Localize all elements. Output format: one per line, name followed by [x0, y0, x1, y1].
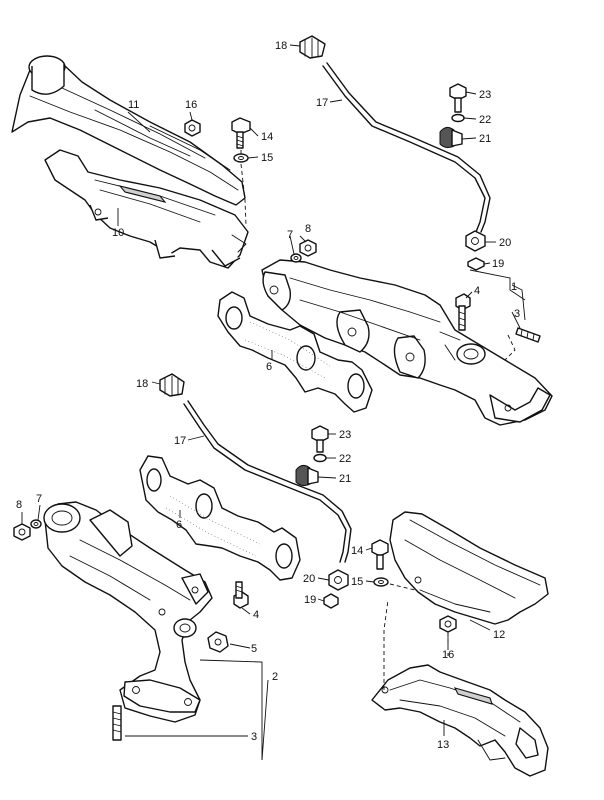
- callout-4-lower: 4: [253, 609, 259, 621]
- clamp-21-lower: [295, 464, 319, 487]
- callout-13: 13: [437, 739, 449, 751]
- callout-20-lower: 20: [303, 573, 315, 585]
- callout-21-upper: 21: [479, 133, 491, 145]
- callout-15-lower: 15: [351, 576, 363, 588]
- pipe-upper: [322, 62, 491, 233]
- callout-12: 12: [493, 629, 505, 641]
- callout-8-upper: 8: [305, 223, 311, 235]
- washer-7-upper: [290, 253, 302, 263]
- heat-shield-upper: [11, 55, 246, 206]
- callout-19-upper: 19: [492, 258, 504, 270]
- stud-4-lower: [233, 581, 249, 609]
- stud-3-upper: [515, 327, 541, 343]
- callout-labels: 11 16 14 15 10 18 17 23 22 21 20 19 8 7 …: [16, 40, 520, 751]
- callout-22-upper: 22: [479, 114, 491, 126]
- callout-4-upper: 4: [474, 285, 480, 297]
- bolt-5: [207, 631, 229, 653]
- callout-15-upper: 15: [261, 152, 273, 164]
- nut-16-lower: [439, 615, 457, 633]
- nut-20-lower: [328, 569, 349, 591]
- exhaust-manifold-upper: [261, 259, 553, 426]
- callout-17-upper: 17: [316, 97, 328, 109]
- callout-20-upper: 20: [499, 237, 511, 249]
- stud-3-lower: [112, 705, 122, 741]
- callout-22-lower: 22: [339, 453, 351, 465]
- callout-18-upper: 18: [275, 40, 287, 52]
- callout-6-upper: 6: [266, 361, 272, 373]
- callout-3-lower: 3: [251, 731, 257, 743]
- callout-23-upper: 23: [479, 89, 491, 101]
- leader-lines: [21, 44, 526, 761]
- callout-1: 1: [511, 281, 517, 293]
- bolt-23-lower: [311, 425, 329, 453]
- callout-2: 2: [272, 671, 278, 683]
- nut-20-upper: [465, 230, 486, 252]
- washer-15-upper: [233, 153, 249, 163]
- washer-22-lower: [313, 453, 327, 463]
- heat-shield-lower: [44, 149, 249, 269]
- callout-14-upper: 14: [261, 131, 273, 143]
- washer-15-lower: [373, 577, 389, 587]
- callout-5: 5: [251, 643, 257, 655]
- cap-19-lower: [323, 593, 339, 609]
- nut-8-lower: [13, 523, 31, 541]
- clamp-21-upper: [439, 126, 463, 149]
- callout-3-upper: 3: [514, 308, 520, 320]
- washer-22-upper: [451, 113, 465, 123]
- bolt-23-upper: [449, 83, 467, 113]
- callout-11: 11: [128, 99, 139, 111]
- heat-shield-bottom: [371, 664, 549, 777]
- callout-6-lower: 6: [176, 519, 182, 531]
- nut-8-upper: [299, 239, 317, 257]
- gasket-upper: [217, 291, 373, 413]
- callout-21-lower: 21: [339, 473, 351, 485]
- callout-7-lower: 7: [36, 493, 42, 505]
- fitting-18-lower: [159, 373, 185, 397]
- nut-16-upper: [184, 119, 201, 137]
- stud-4-upper: [455, 293, 471, 331]
- callout-8-lower: 8: [16, 499, 22, 511]
- heat-shield-right: [389, 511, 549, 625]
- gasket-lower: [139, 455, 301, 581]
- callout-14-lower: 14: [351, 545, 363, 557]
- bolt-14-lower: [371, 539, 389, 570]
- callout-23-lower: 23: [339, 429, 351, 441]
- callout-16-lower: 16: [442, 649, 454, 661]
- exhaust-manifold-lower: [43, 501, 213, 723]
- callout-7-upper: 7: [287, 229, 293, 241]
- callout-18-lower: 18: [136, 378, 148, 390]
- bolt-14-upper: [231, 117, 251, 149]
- callout-17-lower: 17: [174, 435, 186, 447]
- callout-16-upper: 16: [185, 99, 197, 111]
- callout-10: 10: [112, 227, 124, 239]
- pipe-lower: [183, 400, 352, 563]
- washer-7-lower: [30, 519, 42, 529]
- callout-19-lower: 19: [304, 594, 316, 606]
- cap-19-upper: [467, 257, 485, 271]
- fitting-18-upper: [299, 35, 326, 59]
